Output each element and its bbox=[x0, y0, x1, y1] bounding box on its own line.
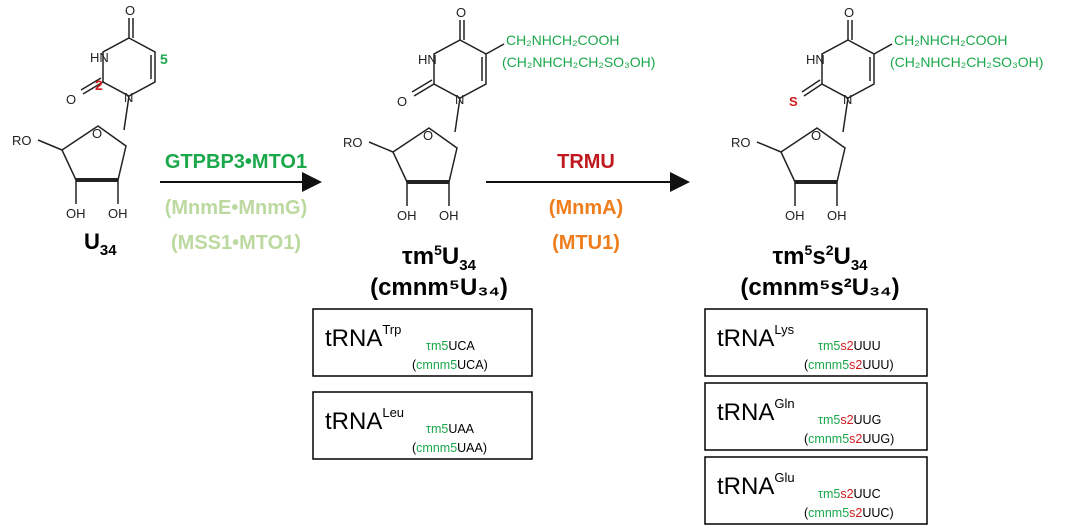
atom-o4: O bbox=[456, 5, 466, 20]
trna-anticodon-alt: (cmnm5UCA) bbox=[412, 358, 488, 372]
compound-tm5s2u34-name: τm5s2U34 bbox=[772, 242, 868, 274]
c5-bond bbox=[368, 141, 394, 153]
trna-anticodon: τm5s2UUC bbox=[818, 487, 881, 501]
side-chain-taum: (CH₂NHCH₂CH₂SO₃OH) bbox=[502, 54, 655, 70]
atom-o4: O bbox=[844, 5, 854, 20]
glycosidic-bond bbox=[842, 97, 849, 133]
oh-2: OH bbox=[439, 208, 459, 223]
molecule-tm5u34: O HN O N CH₂NHCH₂COOH (CH₂NHCH₂CH₂SO₃OH)… bbox=[343, 5, 655, 301]
atom-n1: N bbox=[455, 92, 464, 107]
atom-o4: O bbox=[125, 3, 135, 18]
c2-o-bond bbox=[82, 81, 104, 95]
glycosidic-bond bbox=[454, 97, 461, 133]
compound-u34-name: U34 bbox=[84, 229, 117, 259]
c2-o-double bbox=[80, 77, 102, 91]
reaction-step-1: GTPBP3•MTO1 (MnmE•MnmG) (MSS1•MTO1) bbox=[160, 151, 322, 254]
glycosidic-bond bbox=[123, 95, 130, 131]
oh-3: OH bbox=[66, 206, 86, 221]
trna-anticodon-alt: (cmnm5UAA) bbox=[412, 441, 487, 455]
ro-label: RO bbox=[12, 133, 32, 148]
trna-anticodon-alt: (cmnm5s2UUG) bbox=[804, 432, 894, 446]
trna-anticodon: τm5UAA bbox=[426, 422, 475, 436]
position-5-label: 5 bbox=[160, 51, 168, 67]
side-chain-cmnm: CH₂NHCH₂COOH bbox=[506, 32, 620, 48]
atom-n1: N bbox=[124, 90, 133, 105]
trna-box-trp: tRNATrp τm5UCA (cmnm5UCA) bbox=[312, 308, 533, 377]
enzyme-trmu: TRMU bbox=[557, 151, 615, 173]
trna-box-frame bbox=[312, 308, 533, 377]
enzyme-mtu1: (MTU1) bbox=[552, 232, 620, 254]
compound-cmnm5u34-name: (cmnm⁵U₃₄) bbox=[370, 274, 508, 301]
ribose-ring bbox=[61, 125, 127, 181]
c2-s-bond bbox=[803, 83, 823, 97]
c2-o-bond bbox=[413, 83, 435, 97]
ribose-o: O bbox=[423, 128, 433, 143]
trna-label: tRNALys bbox=[717, 322, 795, 352]
compound-cmnm5s2u34-name: (cmnm⁵s²U₃₄) bbox=[740, 274, 899, 301]
molecule-u34: O HN O N 2 5 O RO OH OH U34 bbox=[12, 3, 168, 259]
c5-bond bbox=[37, 139, 63, 151]
trna-anticodon-alt: (cmnm5s2UUC) bbox=[804, 506, 894, 520]
c2-s-double bbox=[801, 79, 821, 93]
oh-3: OH bbox=[785, 208, 805, 223]
ro-label: RO bbox=[343, 135, 363, 150]
atom-n1: N bbox=[843, 92, 852, 107]
enzyme-mnma: (MnmA) bbox=[549, 197, 623, 219]
c5-bond bbox=[756, 141, 782, 153]
trna-label: tRNALeu bbox=[325, 405, 404, 435]
trna-box-frame bbox=[704, 308, 928, 377]
enzyme-gtpbp3-mto1: GTPBP3•MTO1 bbox=[165, 151, 307, 173]
trna-label: tRNAGln bbox=[717, 396, 795, 426]
uracil-ring bbox=[433, 39, 487, 99]
compound-tm5u34-name: τm5U34 bbox=[402, 242, 477, 274]
uracil-ring bbox=[821, 39, 875, 99]
oh-3: OH bbox=[397, 208, 417, 223]
c5-side-bond bbox=[873, 43, 893, 55]
trna-box-glu: tRNAGlu τm5s2UUC (cmnm5s2UUC) bbox=[704, 456, 928, 525]
atom-nh: HN bbox=[806, 52, 825, 67]
trna-label: tRNATrp bbox=[325, 322, 401, 352]
ribose-o: O bbox=[92, 126, 102, 141]
oh-2: OH bbox=[827, 208, 847, 223]
trna-anticodon: τm5s2UUU bbox=[818, 339, 881, 353]
trna-box-gln: tRNAGln τm5s2UUG (cmnm5s2UUG) bbox=[704, 382, 928, 451]
trna-box-frame bbox=[312, 391, 533, 460]
ribose-ring bbox=[780, 127, 846, 183]
trna-box-lys: tRNALys τm5s2UUU (cmnm5s2UUU) bbox=[704, 308, 928, 377]
c2-o-double bbox=[411, 79, 433, 93]
side-chain-cmnm: CH₂NHCH₂COOH bbox=[894, 32, 1008, 48]
uracil-ring bbox=[102, 37, 156, 97]
ribose-ring bbox=[392, 127, 458, 183]
enzyme-mnme-mnmg: (MnmE•MnmG) bbox=[165, 197, 308, 219]
ribose-o: O bbox=[811, 128, 821, 143]
trna-box-leu: tRNALeu τm5UAA (cmnm5UAA) bbox=[312, 391, 533, 460]
position-2-label: 2 bbox=[95, 77, 103, 93]
atom-o2: O bbox=[397, 94, 407, 109]
trna-anticodon-alt: (cmnm5s2UUU) bbox=[804, 358, 894, 372]
trna-anticodon: τm5UCA bbox=[426, 339, 475, 353]
c5-side-bond bbox=[485, 43, 505, 55]
side-chain-taum: (CH₂NHCH₂CH₂SO₃OH) bbox=[890, 54, 1043, 70]
oh-2: OH bbox=[108, 206, 128, 221]
atom-nh: HN bbox=[418, 52, 437, 67]
reaction-step-2: TRMU (MnmA) (MTU1) bbox=[486, 151, 690, 254]
atom-o2: O bbox=[66, 92, 76, 107]
trna-box-frame bbox=[704, 456, 928, 525]
trna-anticodon: τm5s2UUG bbox=[818, 413, 881, 427]
atom-s2: S bbox=[789, 94, 798, 109]
molecule-tm5s2u34: O HN S N CH₂NHCH₂COOH (CH₂NHCH₂CH₂SO₃OH)… bbox=[731, 5, 1043, 301]
enzyme-mss1-mto1: (MSS1•MTO1) bbox=[171, 232, 301, 254]
atom-nh: HN bbox=[90, 50, 109, 65]
trna-box-frame bbox=[704, 382, 928, 451]
trna-label: tRNAGlu bbox=[717, 470, 795, 500]
ro-label: RO bbox=[731, 135, 751, 150]
